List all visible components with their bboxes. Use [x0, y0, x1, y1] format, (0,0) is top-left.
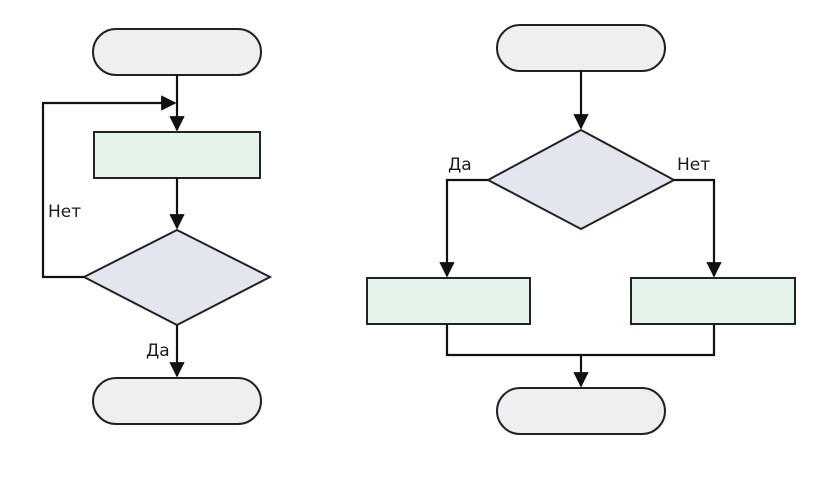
loop-edge-no-back — [41, 95, 177, 279]
branch-flowchart: Да Нет — [366, 24, 796, 435]
branch-no-label: Нет — [677, 155, 710, 175]
branch-edge-yes — [439, 178, 488, 278]
branch-edge-no — [674, 178, 722, 278]
loop-flowchart: Нет Да — [41, 28, 273, 425]
loop-process-block — [93, 131, 261, 179]
branch-yes-label: Да — [448, 155, 472, 175]
loop-decision-diamond — [81, 228, 273, 327]
branch-no-process-block — [630, 277, 796, 325]
loop-yes-label: Да — [146, 341, 170, 361]
loop-start-terminal — [92, 28, 262, 76]
branch-yes-process-block — [366, 277, 531, 325]
loop-no-label: Нет — [48, 202, 81, 222]
loop-end-terminal — [92, 377, 262, 425]
branch-decision-diamond — [485, 128, 677, 231]
branch-end-terminal — [496, 387, 666, 435]
branch-edge-merge — [445, 324, 716, 357]
branch-start-terminal — [496, 24, 666, 72]
